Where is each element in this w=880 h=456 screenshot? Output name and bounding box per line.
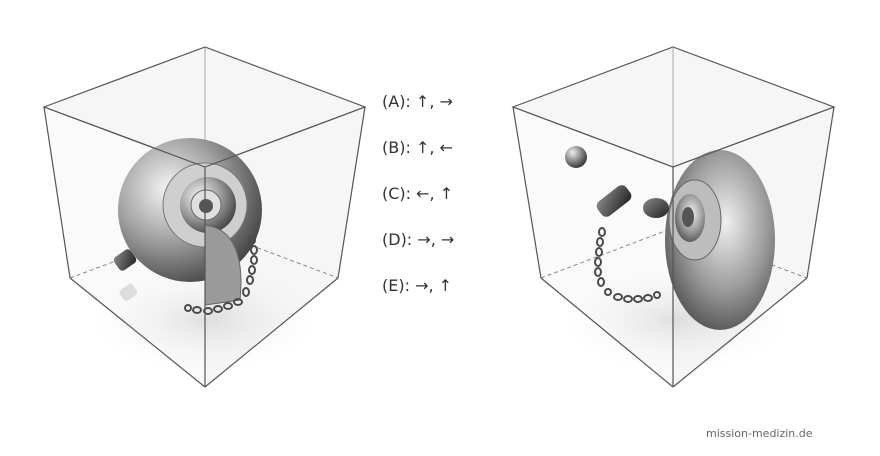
option-d: (D): →, → — [382, 230, 455, 249]
option-c: (C): ←, ↑ — [382, 184, 454, 203]
option-e: (E): →, ↑ — [382, 276, 453, 295]
option-b: (B): ↑, ← — [382, 138, 453, 157]
answer-options: (A): ↑, → (B): ↑, ← (C): ←, ↑ (D): →, → … — [382, 90, 454, 297]
right-cube — [511, 46, 836, 388]
credit-text: mission-medizin.de — [706, 427, 813, 440]
option-a: (A): ↑, → — [382, 92, 453, 111]
left-cube — [42, 46, 367, 388]
